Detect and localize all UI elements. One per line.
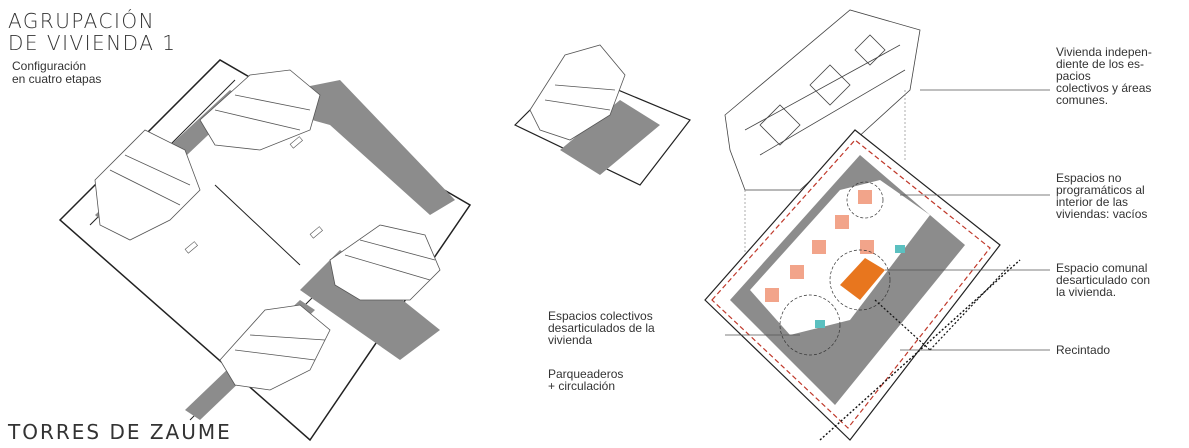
- label-espacios-colectivos: Espacios colectivos desarticulados de la…: [548, 309, 655, 347]
- project-name: TORRES DE ZAUME: [8, 420, 232, 444]
- title-line-1: AGRUPACIÓN: [8, 9, 156, 33]
- title-line-2: DE VIVIENDA 1: [8, 31, 177, 55]
- label-vivienda-independiente: Vivienda indepen- diente de los es- paci…: [1056, 45, 1152, 107]
- label-espacio-comunal: Espacio comunal desarticulado con la viv…: [1056, 261, 1151, 299]
- label-parqueaderos: Parqueaderos + circulación: [548, 367, 624, 393]
- label-recintado: Recintado: [1056, 343, 1111, 357]
- void-markers: [765, 190, 874, 302]
- recintado-boundary: [711, 139, 991, 429]
- communal-space: [840, 258, 885, 300]
- subtitle-line-1: Configuración: [12, 59, 87, 73]
- subtitle-line-2: en cuatro etapas: [12, 72, 102, 86]
- label-espacios-no-programaticos: Espacios no programáticos al interior de…: [1056, 171, 1148, 221]
- subtitle: Configuración en cuatro etapas: [12, 60, 101, 86]
